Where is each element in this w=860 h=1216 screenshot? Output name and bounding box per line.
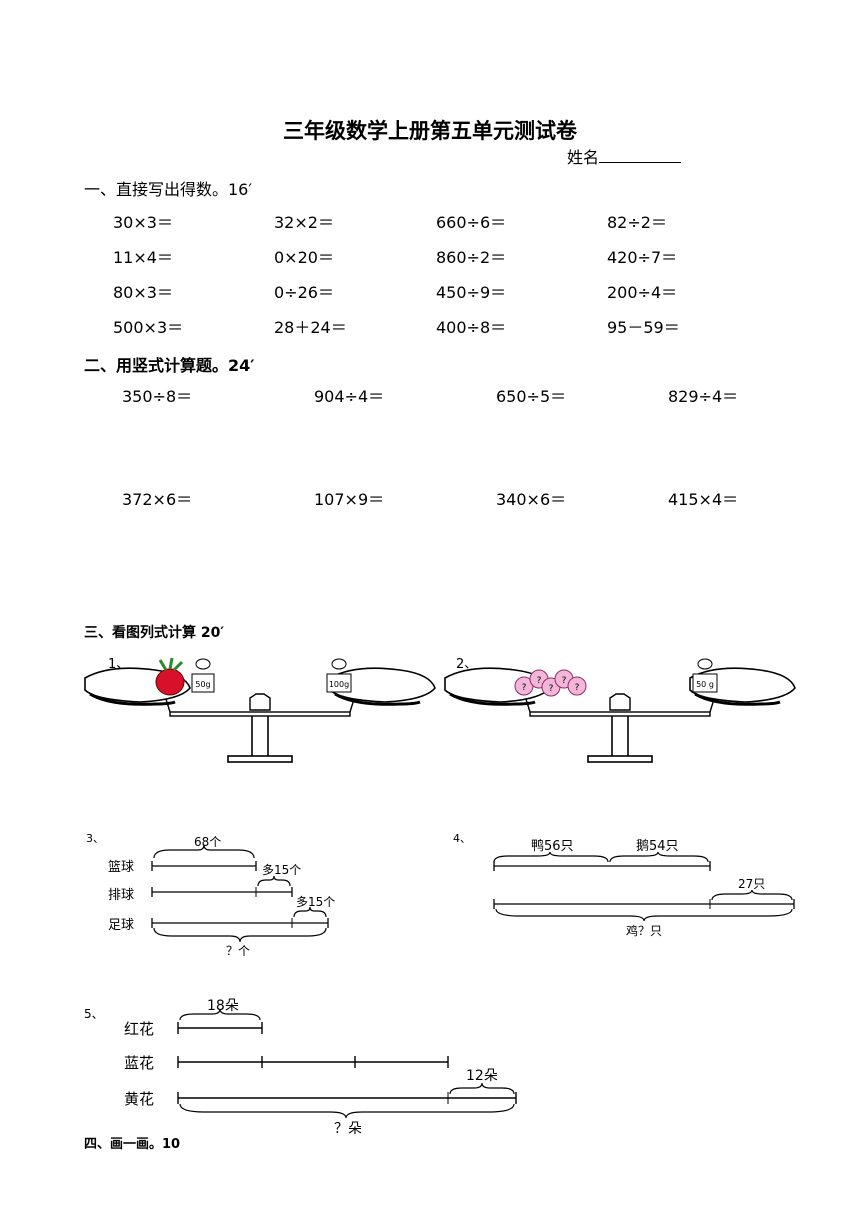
weight-50g-right: 50 g — [692, 658, 718, 693]
svg-text:多15个: 多15个 — [296, 895, 335, 909]
line-diagram-balls: 3、 篮球 排球 足球 68个 多15个 多15个 ？个 — [86, 832, 335, 958]
svg-text:100g: 100g — [329, 680, 349, 689]
svg-text:多15个: 多15个 — [262, 863, 301, 877]
weight-100g-right: 100g — [326, 658, 352, 693]
p2-number: 2、 — [456, 657, 477, 672]
line-diagram-flowers: 5、 红花 蓝花 黄花 18朵 12朵 ？朵 — [84, 998, 517, 1137]
oral-problem: 80×3＝ — [113, 283, 173, 302]
balance-scale-1 — [83, 666, 437, 764]
svg-text:?: ? — [549, 684, 554, 694]
svg-text:68个: 68个 — [194, 835, 221, 849]
section3-heading: 三、看图列式计算 20′ — [84, 625, 225, 641]
svg-text:18朵: 18朵 — [207, 998, 239, 1014]
oral-problem: 420÷7＝ — [607, 248, 678, 267]
svg-text:鹅54只: 鹅54只 — [636, 838, 679, 854]
oral-problem: 0÷26＝ — [274, 283, 334, 302]
svg-text:3、: 3、 — [86, 832, 104, 845]
svg-text:50 g: 50 g — [696, 680, 714, 689]
line-diagram-poultry: 4、 鸭56只 鹅54只 27只 鸡？只 — [453, 832, 795, 938]
peach-icon-group: ? ? ? ? ? — [514, 669, 587, 697]
label-football: 足球 — [108, 918, 134, 933]
vertical-problem: 340×6＝ — [496, 490, 567, 509]
vertical-problem: 829÷4＝ — [668, 387, 739, 406]
oral-problem: 82÷2＝ — [607, 213, 667, 232]
oral-problem: 450÷9＝ — [436, 283, 507, 302]
svg-text:？朵: ？朵 — [334, 1121, 362, 1137]
oral-problem: 400÷8＝ — [436, 318, 507, 337]
oral-problem: 28＋24＝ — [274, 318, 347, 337]
svg-text:?: ? — [562, 676, 567, 686]
svg-text:?: ? — [537, 676, 542, 686]
vertical-problem: 904÷4＝ — [314, 387, 385, 406]
svg-text:50g: 50g — [195, 680, 210, 689]
vertical-problem: 107×9＝ — [314, 490, 385, 509]
name-blank[interactable] — [599, 146, 682, 163]
label-red-flower: 红花 — [124, 1020, 154, 1038]
vertical-problem: 350÷8＝ — [122, 387, 193, 406]
radish-icon — [155, 657, 185, 696]
label-basketball: 篮球 — [108, 860, 134, 875]
vertical-problem: 650÷5＝ — [496, 387, 567, 406]
label-volleyball: 排球 — [108, 888, 134, 903]
balance-scale-2 — [443, 666, 797, 764]
oral-problem: 30×3＝ — [113, 213, 173, 232]
oral-problem: 11×4＝ — [113, 248, 173, 267]
svg-text:5、: 5、 — [84, 1007, 104, 1021]
svg-text:?: ? — [575, 683, 580, 693]
svg-text:12朵: 12朵 — [466, 1068, 498, 1084]
svg-text:？个: ？个 — [226, 944, 250, 958]
svg-text:4、: 4、 — [453, 832, 471, 845]
weight-50g-left: 50g — [191, 658, 215, 693]
oral-problem: 860÷2＝ — [436, 248, 507, 267]
vertical-problem: 372×6＝ — [122, 490, 193, 509]
section4-heading: 四、画一画。10 — [84, 1137, 181, 1152]
oral-problem: 500×3＝ — [113, 318, 184, 337]
name-field[interactable]: 姓名 — [567, 144, 682, 168]
page-title: 三年级数学上册第五单元测试卷 — [283, 119, 577, 143]
svg-text:?: ? — [522, 683, 527, 693]
oral-problem: 200÷4＝ — [607, 283, 678, 302]
section1-heading: 一、直接写出得数。16′ — [84, 180, 252, 199]
svg-text:鸭56只: 鸭56只 — [531, 839, 574, 854]
vertical-problem: 415×4＝ — [668, 490, 739, 509]
name-label: 姓名 — [567, 148, 600, 167]
label-yellow-flower: 黄花 — [124, 1090, 154, 1108]
svg-text:27只: 27只 — [738, 877, 765, 891]
oral-problem: 95－59＝ — [607, 318, 680, 337]
label-blue-flower: 蓝花 — [124, 1054, 154, 1072]
oral-problem: 0×20＝ — [274, 248, 334, 267]
section2-heading: 二、用竖式计算题。24′ — [84, 356, 255, 375]
oral-problem: 660÷6＝ — [436, 213, 507, 232]
oral-problem: 32×2＝ — [274, 213, 334, 232]
svg-text:鸡？只: 鸡？只 — [626, 923, 662, 938]
